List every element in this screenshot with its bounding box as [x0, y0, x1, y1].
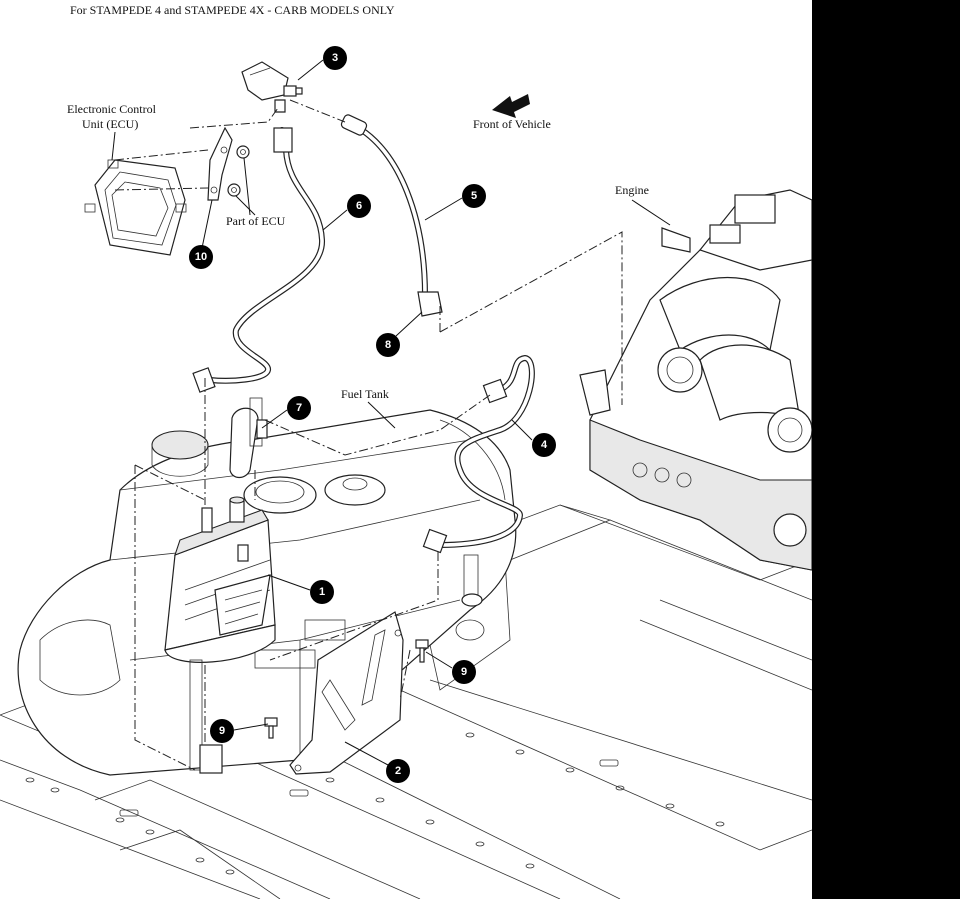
callout-8: 8	[376, 333, 400, 357]
front-of-vehicle-label: Front of Vehicle	[473, 117, 551, 131]
hose-part-4	[422, 355, 535, 554]
callout-3: 3	[323, 46, 347, 70]
svg-text:7: 7	[296, 402, 302, 414]
callout-5: 5	[462, 184, 486, 208]
callout-4: 4	[532, 433, 556, 457]
svg-text:5: 5	[471, 190, 477, 202]
callout-6: 6	[347, 194, 371, 218]
bracket-part-10	[207, 126, 233, 201]
evap-system-diagram: For STAMPEDE 4 and STAMPEDE 4X - CARB MO…	[0, 3, 812, 899]
callout-9-lower: 9	[210, 719, 234, 743]
vehicle-frame	[0, 504, 812, 899]
callout-10: 10	[189, 245, 213, 269]
front-of-vehicle-arrow-icon	[492, 94, 530, 118]
bolt-part-9-lower	[264, 717, 278, 739]
svg-text:10: 10	[195, 251, 207, 263]
callout-7: 7	[287, 396, 311, 420]
part-of-ecu-label: Part of ECU	[226, 214, 286, 228]
callout-9-upper: 9	[452, 660, 476, 684]
ecu-label-line-1: Electronic Control	[67, 102, 157, 116]
svg-text:3: 3	[332, 52, 338, 64]
fuel-tank-label: Fuel Tank	[341, 387, 389, 401]
svg-text:4: 4	[541, 439, 548, 451]
right-black-margin	[812, 0, 960, 899]
tank-mount-post	[461, 554, 483, 607]
engine	[579, 189, 812, 571]
ecu-label-line-2: Unit (ECU)	[82, 117, 138, 131]
bolt-part-9-upper	[415, 639, 429, 663]
svg-text:6: 6	[356, 200, 362, 212]
callouts: 3 6 5 10 8 7	[189, 46, 556, 783]
ecu	[84, 159, 187, 256]
callout-1: 1	[310, 580, 334, 604]
hose-part-6	[192, 127, 326, 393]
assembly-lines	[114, 99, 623, 771]
hose-part-5	[340, 114, 443, 317]
label-leader-lines	[111, 131, 671, 429]
engine-label: Engine	[615, 183, 649, 197]
svg-text:8: 8	[385, 339, 391, 351]
svg-text:9: 9	[219, 725, 225, 737]
svg-text:2: 2	[395, 765, 401, 777]
canister-bracket-part-2	[289, 611, 404, 775]
ecu-grommets	[227, 145, 250, 197]
parts-diagram-canvas: For STAMPEDE 4 and STAMPEDE 4X - CARB MO…	[0, 0, 812, 899]
charcoal-canister-part-1	[164, 496, 276, 774]
vent-tube-part-7	[229, 397, 268, 479]
callout-2: 2	[386, 759, 410, 783]
diagram-header: For STAMPEDE 4 and STAMPEDE 4X - CARB MO…	[70, 3, 395, 17]
svg-text:1: 1	[319, 586, 325, 598]
purge-valve-part-3	[241, 61, 303, 113]
svg-text:9: 9	[461, 666, 467, 678]
